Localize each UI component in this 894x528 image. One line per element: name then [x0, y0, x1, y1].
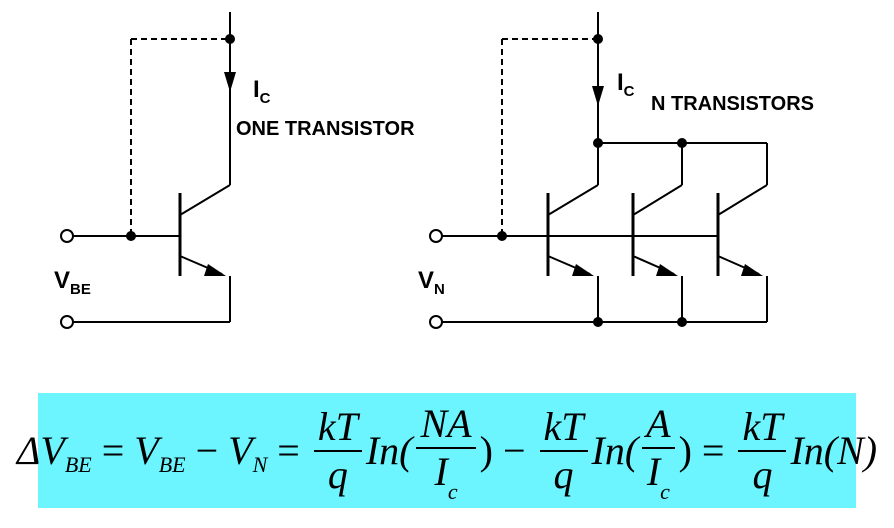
equals-1: = — [101, 428, 125, 473]
node-top-right — [593, 34, 603, 44]
minus-2: − — [502, 428, 526, 473]
sub-be: BE — [64, 451, 92, 477]
node-collector-1 — [593, 138, 603, 148]
terminal-vbe-top — [60, 229, 74, 243]
ln-2: In( — [591, 428, 639, 473]
vn-label: VN — [418, 267, 445, 298]
transistor-collector — [179, 184, 231, 216]
ln-n: In(N) — [790, 428, 878, 473]
ic-label-left: IC — [253, 76, 271, 107]
terminal-vn-top — [429, 229, 443, 243]
terminal-vbe-bottom — [60, 315, 74, 329]
ic-label-right: IC — [617, 69, 635, 100]
v-be: V — [134, 428, 159, 473]
sub-be-2: BE — [158, 451, 186, 477]
node-ground-1 — [593, 317, 603, 327]
node-ground-2 — [677, 317, 687, 327]
delta-vbe: ΔV — [16, 428, 65, 473]
node-base-right — [497, 231, 507, 241]
t1-emitter-arrow — [572, 264, 594, 276]
ln-1: In( — [365, 428, 413, 473]
t2-collector — [632, 184, 683, 216]
t3-collector — [717, 184, 768, 216]
emitter-arrow-left — [204, 264, 226, 276]
equals-2: = — [277, 428, 300, 473]
n-transistors-title: N TRANSISTORS — [651, 93, 814, 115]
t3-emitter-arrow — [741, 264, 763, 276]
node-base-left — [126, 231, 136, 241]
equals-3: = — [701, 428, 725, 473]
close-paren-1: ) — [479, 428, 493, 473]
vbe-label: VBE — [54, 267, 91, 298]
one-transistor-title: ONE TRANSISTOR — [236, 118, 415, 140]
minus-1: − — [195, 428, 219, 473]
close-paren-2: ) — [678, 428, 692, 473]
current-arrow-left — [224, 72, 236, 92]
node-top-left — [225, 34, 235, 44]
one-transistor-circuit — [60, 12, 236, 329]
t2-emitter-arrow — [656, 264, 678, 276]
t1-collector — [547, 184, 599, 216]
terminal-vn-bottom — [429, 315, 443, 329]
sub-n: N — [252, 451, 268, 477]
v-n: V — [228, 428, 253, 473]
circuit-diagram: IC ONE TRANSISTOR VBE — [54, 12, 814, 329]
current-arrow-right — [592, 86, 604, 106]
n-transistors-circuit — [429, 12, 768, 329]
